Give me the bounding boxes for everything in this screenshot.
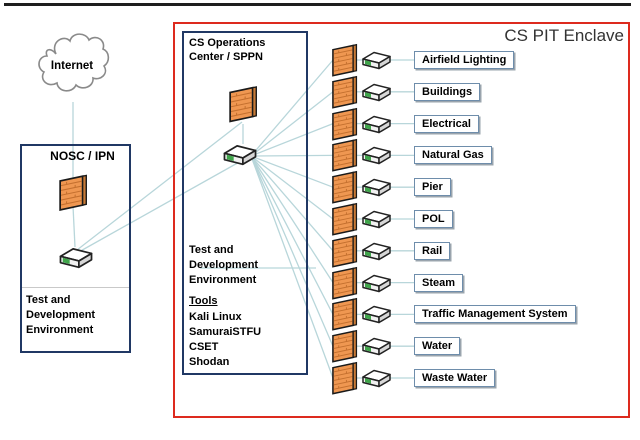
- router-icon: [362, 306, 391, 324]
- ops-center-box: [182, 31, 308, 375]
- firewall-icon: [332, 107, 358, 141]
- ops-environment-label: Test and Development Environment: [189, 244, 259, 286]
- firewall-icon: [332, 361, 358, 395]
- firewall-icon: [332, 266, 358, 300]
- firewall-icon: [229, 86, 258, 123]
- firewall-icon: [332, 202, 358, 236]
- firewall-icon: [332, 298, 358, 331]
- router-icon: [362, 210, 391, 229]
- tools-heading: Tools: [189, 295, 218, 307]
- tools-list: Kali Linux SamuraiSTFU CSET Shodan: [189, 311, 262, 368]
- router-icon: [362, 51, 391, 70]
- firewall-icon: [59, 174, 88, 211]
- internet-cloud-icon: [38, 33, 110, 92]
- router-icon: [362, 83, 391, 102]
- firewall-icon: [332, 43, 358, 77]
- system-label: Waste Water: [414, 369, 496, 387]
- nosc-environment-label: Test and Development Environment: [26, 294, 96, 336]
- router-icon: [362, 337, 391, 356]
- system-label: Pier: [414, 178, 451, 197]
- router-icon: [362, 274, 391, 292]
- firewall-icon: [332, 75, 358, 109]
- system-label: Steam: [414, 273, 464, 292]
- enclave-title: CS PIT Enclave: [504, 26, 624, 45]
- system-label: Natural Gas: [414, 146, 492, 165]
- system-label: POL: [414, 210, 453, 228]
- nosc-ipn-title: NOSC / IPN: [50, 149, 115, 163]
- nosc-divider-line: [22, 287, 129, 288]
- system-label: Traffic Management System: [414, 305, 576, 324]
- router-icon: [362, 147, 391, 165]
- ops-center-title: CS Operations Center / SPPN: [189, 37, 266, 63]
- firewall-icon: [332, 139, 358, 172]
- system-label: Water: [414, 337, 461, 356]
- router-icon: [362, 242, 391, 261]
- router-icon: [362, 369, 391, 388]
- system-label: Electrical: [414, 114, 479, 133]
- firewall-icon: [332, 234, 358, 268]
- system-label: Buildings: [414, 82, 481, 101]
- nosc-ipn-box: [20, 144, 131, 353]
- system-label: Airfield Lighting: [414, 51, 515, 69]
- firewall-icon: [332, 171, 358, 204]
- router-icon: [362, 115, 391, 133]
- router-icon: [223, 145, 257, 166]
- top-rule-divider: [4, 3, 631, 6]
- firewall-icon: [332, 330, 358, 363]
- router-icon: [362, 178, 391, 197]
- cs-pit-enclave-box: [173, 22, 630, 418]
- router-icon: [59, 248, 93, 269]
- internet-label: Internet: [50, 60, 94, 72]
- system-label: Rail: [414, 241, 451, 260]
